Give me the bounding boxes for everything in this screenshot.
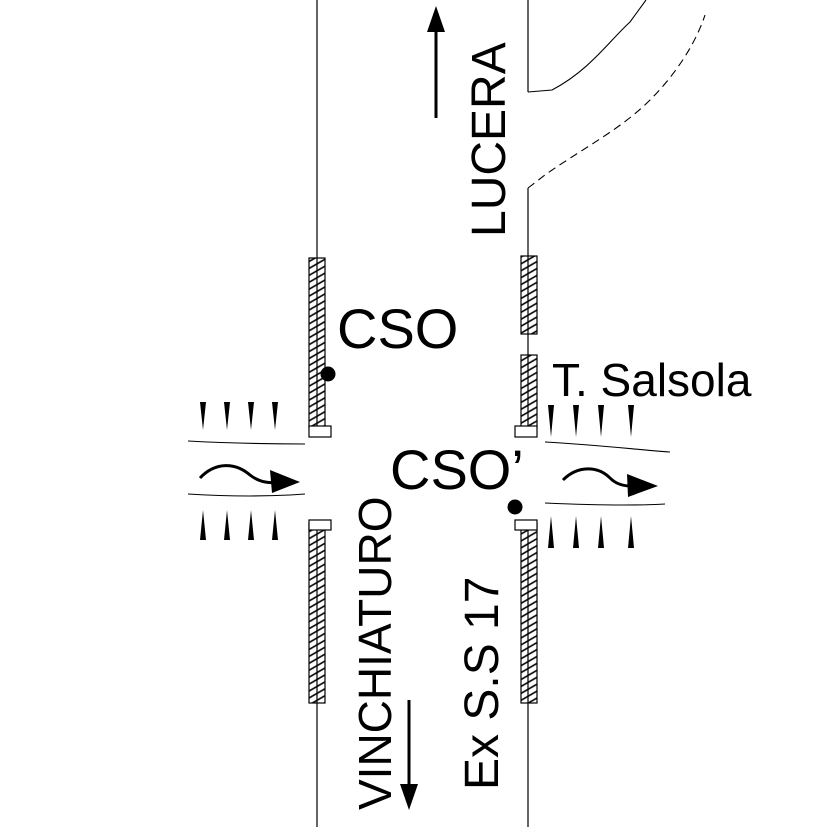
arrow-down-vinchiaturo bbox=[400, 700, 418, 810]
cso-prime-point bbox=[507, 499, 523, 515]
label-cso: CSO bbox=[337, 297, 458, 360]
river-bank-ticks bbox=[200, 402, 634, 548]
parapet-right-mid bbox=[520, 354, 538, 429]
label-salsola: T. Salsola bbox=[552, 354, 752, 406]
bridge-parapets bbox=[308, 255, 538, 704]
side-road-branch bbox=[527, 0, 706, 189]
parapet-left-bottom bbox=[308, 522, 326, 704]
label-cso-prime: CSO’ bbox=[390, 438, 524, 501]
label-vinchiaturo: VINCHIATURO bbox=[349, 497, 401, 811]
river-left bbox=[187, 440, 306, 497]
parapet-right-top bbox=[520, 255, 538, 335]
parapet-right-bottom bbox=[520, 522, 538, 704]
flow-arrow-left bbox=[198, 464, 300, 493]
parapet-caps bbox=[308, 425, 538, 531]
parapet-left-top bbox=[308, 257, 326, 429]
label-road: Ex S.S 17 bbox=[456, 577, 509, 790]
flow-arrow-right bbox=[561, 467, 658, 497]
river-right bbox=[544, 441, 671, 506]
cso-point bbox=[320, 366, 336, 382]
label-lucera: LUCERA bbox=[463, 42, 516, 237]
arrow-up-lucera bbox=[427, 6, 445, 118]
